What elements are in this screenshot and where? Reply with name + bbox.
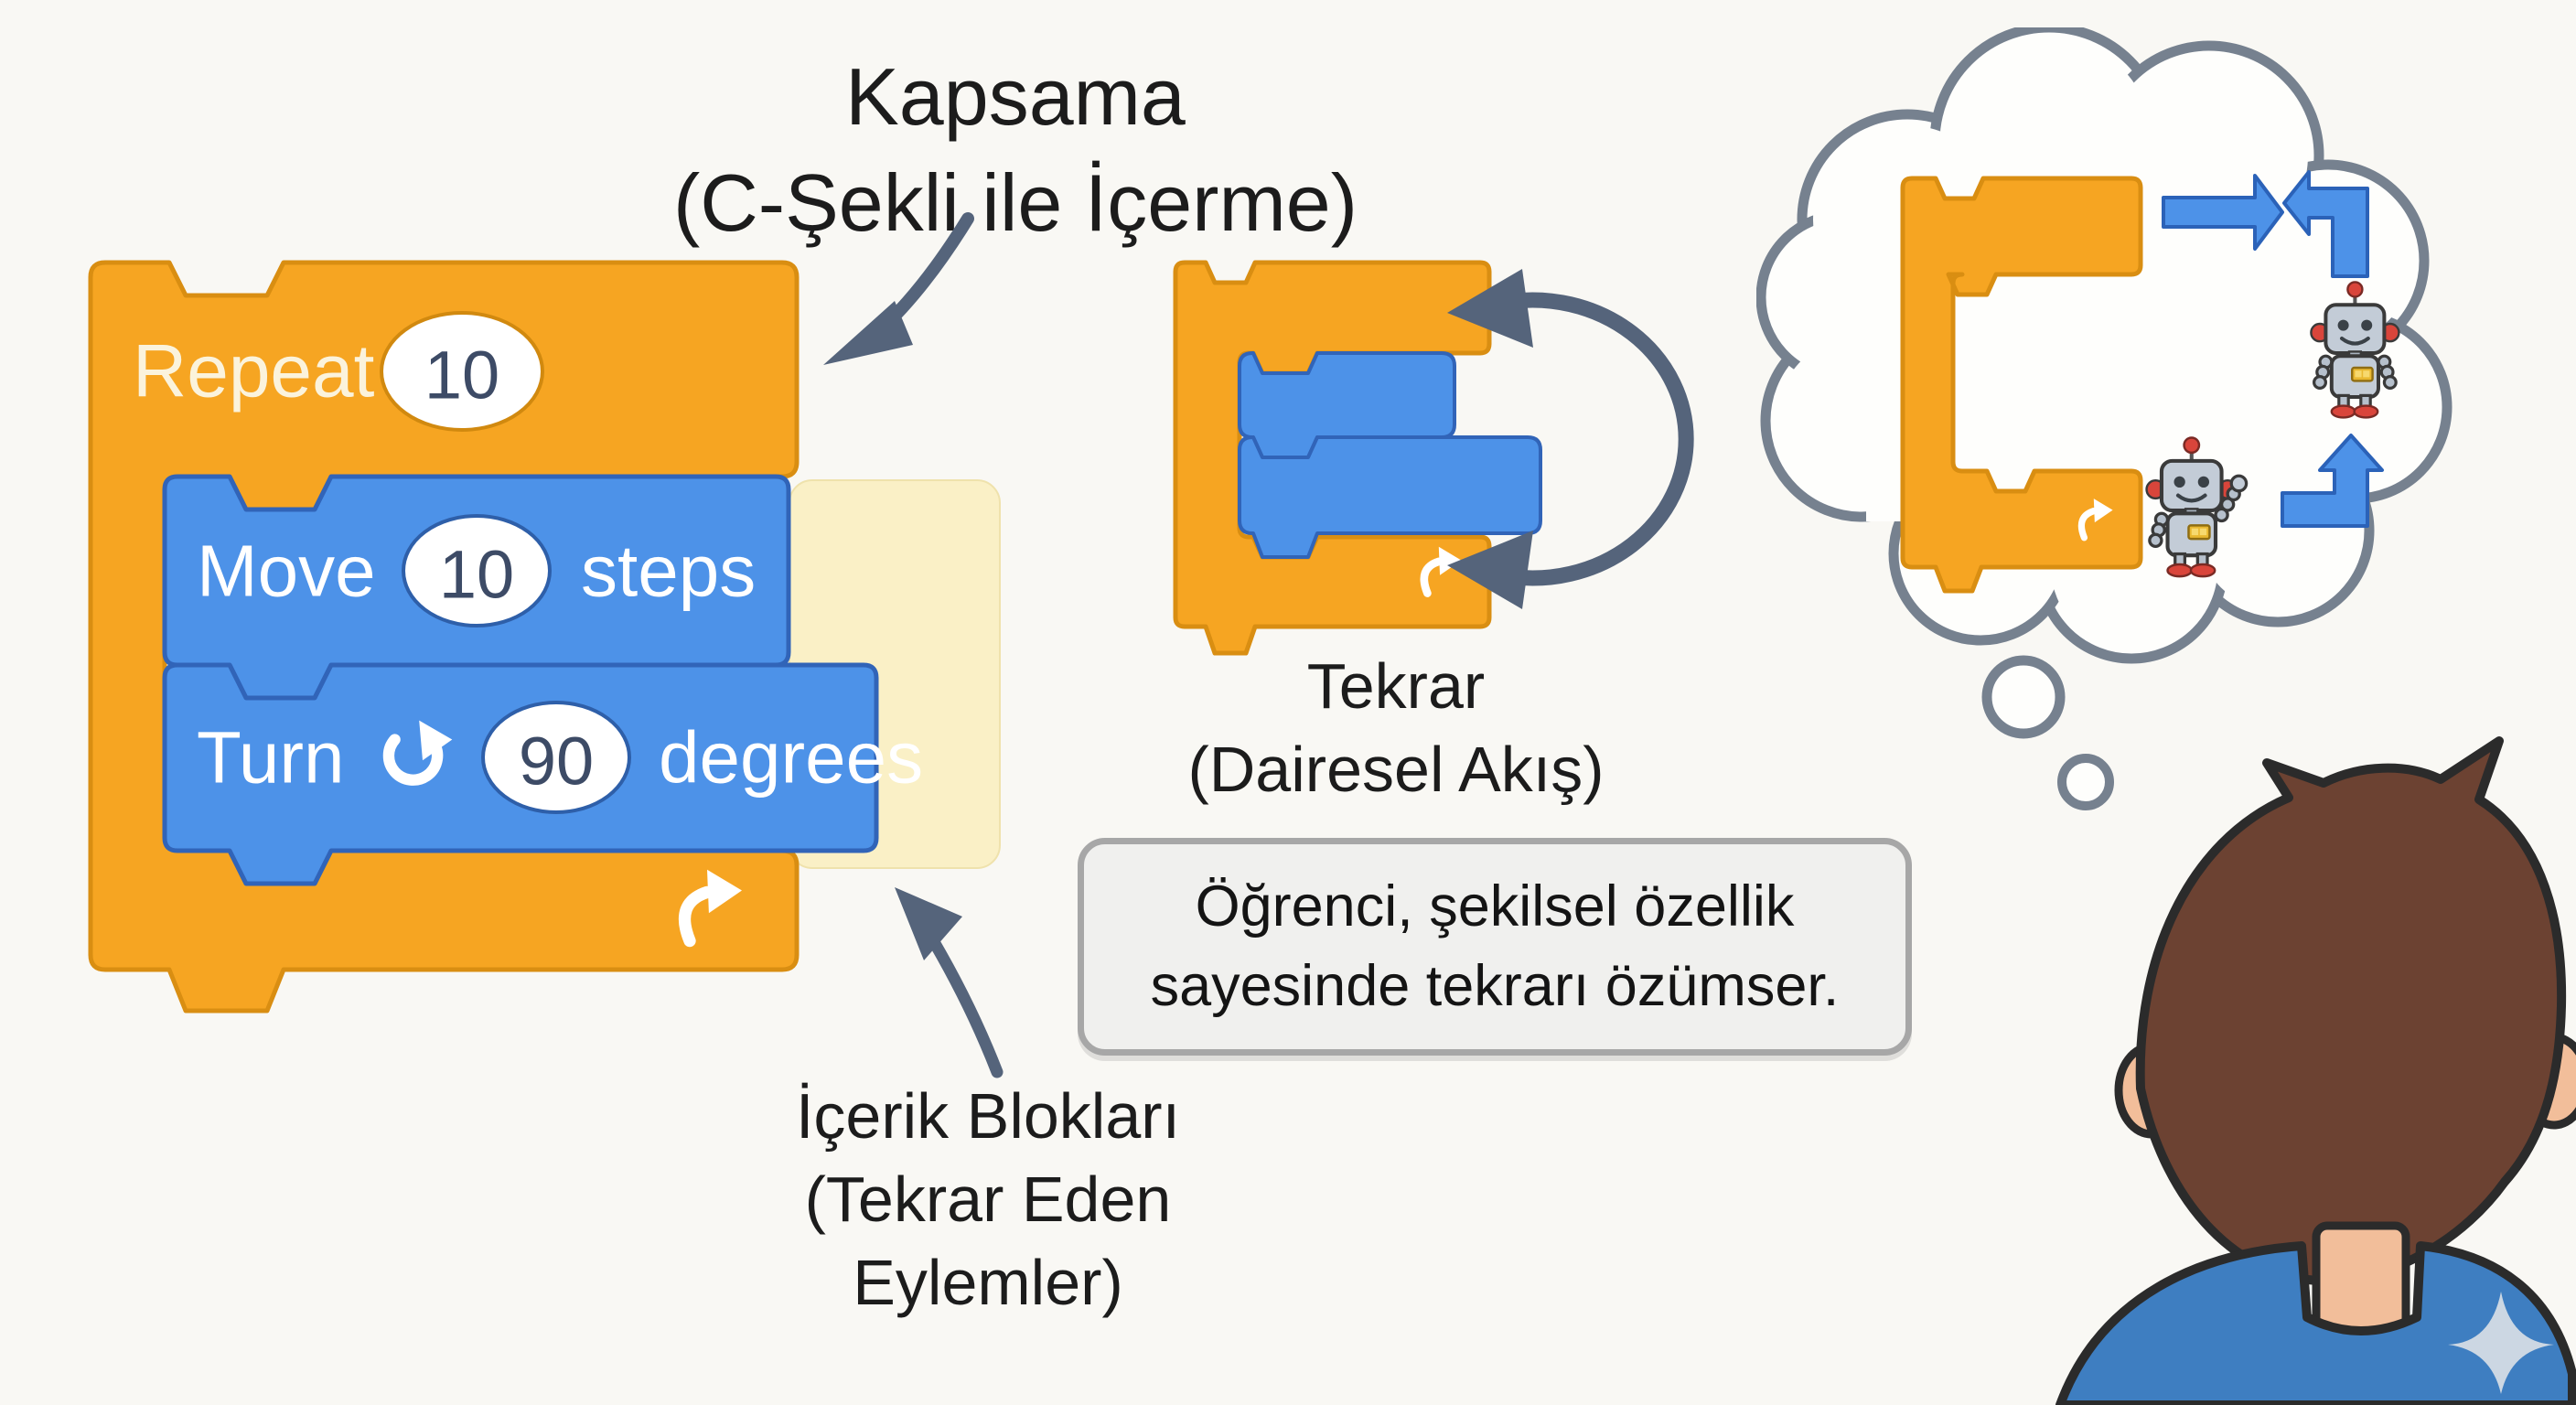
move-value: 10 bbox=[439, 537, 514, 613]
turn-suffix: degrees bbox=[659, 717, 923, 799]
loop-label-line1: Tekrar bbox=[1306, 650, 1486, 722]
thought-bubble bbox=[1756, 27, 2453, 810]
arrowhead-icon bbox=[1447, 531, 1533, 609]
student-hair bbox=[2135, 736, 2567, 1285]
imagined-c-block bbox=[1900, 176, 2143, 594]
loop-stack-group bbox=[1173, 260, 1694, 656]
thought-tail-bubble-small bbox=[2057, 754, 2114, 810]
content-label-line1: İçerik Blokları bbox=[795, 1080, 1181, 1152]
note-line1: Öğrenci, şekilsel özellik bbox=[1195, 874, 1795, 939]
repeat-label: Repeat bbox=[133, 330, 375, 413]
arrowhead-icon bbox=[823, 301, 913, 365]
shirt-sheen bbox=[2448, 1292, 2554, 1394]
arrowhead-icon bbox=[1447, 269, 1533, 348]
small-c-block bbox=[1173, 260, 1492, 656]
content-blocks-label: İçerik Blokları (Tekrar Eden Eylemler) bbox=[714, 1075, 1262, 1325]
arrowhead-icon bbox=[895, 887, 962, 960]
content-label-line3: Eylemler) bbox=[853, 1247, 1123, 1318]
move-label: Move bbox=[197, 531, 376, 612]
note-box: Öğrenci, şekilsel özellik sayesinde tekr… bbox=[1078, 838, 1912, 1056]
flow-arrow-right-icon bbox=[2162, 174, 2284, 251]
circular-flow-arrow bbox=[1447, 269, 1694, 609]
main-title-line1: Kapsama bbox=[845, 51, 1186, 142]
repeat-block-group: Repeat 10 Move 10 steps Turn 90 degrees bbox=[88, 260, 923, 1014]
content-label-arrow bbox=[895, 887, 1004, 1078]
content-label-line2: (Tekrar Eden bbox=[804, 1164, 1172, 1235]
main-title-line2: (C-Şekli ile İçerme) bbox=[672, 157, 1358, 249]
thought-tail-bubble-large bbox=[1981, 655, 2066, 739]
turn-value: 90 bbox=[519, 724, 594, 799]
loop-stack-label: Tekrar (Dairesel Akış) bbox=[1116, 645, 1676, 811]
turn-value-field[interactable] bbox=[481, 701, 631, 814]
turn-label: Turn bbox=[197, 717, 345, 799]
student-shirt bbox=[2055, 1241, 2576, 1405]
loop-label-line2: (Dairesel Akış) bbox=[1187, 734, 1605, 805]
repeat-count-value: 10 bbox=[424, 338, 499, 413]
title-to-block-arrow bbox=[823, 212, 974, 365]
note-line2: sayesinde tekrarı özümser. bbox=[1150, 954, 1840, 1018]
move-suffix: steps bbox=[581, 531, 756, 612]
repeat-count-field[interactable] bbox=[380, 311, 544, 432]
flow-arrow-turn-left-icon bbox=[2282, 170, 2369, 278]
student-figure bbox=[2055, 736, 2576, 1405]
flow-arrow-turn-up-icon bbox=[2281, 434, 2384, 528]
main-title: Kapsama (C-Şekli ile İçerme) bbox=[631, 44, 1400, 256]
move-value-field[interactable] bbox=[402, 514, 552, 627]
